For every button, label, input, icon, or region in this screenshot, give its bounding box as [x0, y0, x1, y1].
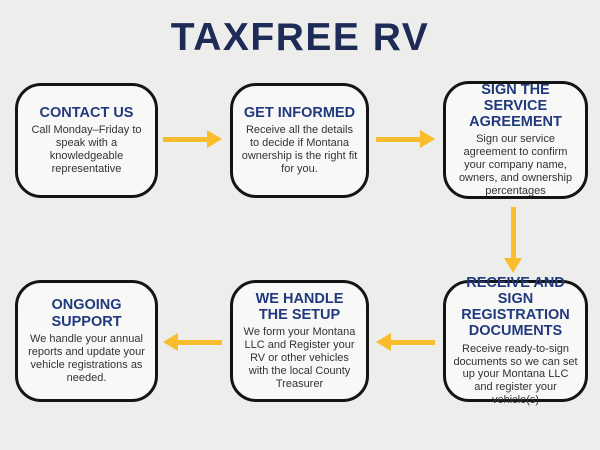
- step-heading: RECEIVE AND SIGN REGISTRATION DOCUMENTS: [461, 274, 570, 340]
- arrow-left-icon: [376, 333, 435, 351]
- step-heading: ONGOING SUPPORT: [51, 297, 122, 330]
- step-box-we-handle-the-setup: WE HANDLE THE SETUP We form your Montana…: [230, 280, 369, 402]
- arrow-left-icon: [163, 333, 222, 351]
- step-body: We handle your annual reports and update…: [28, 332, 145, 384]
- arrow-head: [376, 333, 391, 351]
- arrow-head: [504, 258, 522, 273]
- step-heading: SIGN THE SERVICE AGREEMENT: [469, 81, 562, 131]
- step-body: Receive all the details to decide if Mon…: [241, 124, 358, 176]
- arrow-right-icon: [163, 130, 222, 148]
- step-heading: WE HANDLE THE SETUP: [255, 290, 344, 324]
- step-body: Receive ready-to-sign documents so we ca…: [453, 342, 578, 407]
- arrow-head: [207, 130, 222, 148]
- arrow-shaft: [510, 207, 516, 258]
- arrow-head: [420, 130, 435, 148]
- arrow-shaft: [178, 339, 222, 345]
- page-title: TAXFREE RV: [170, 16, 430, 59]
- arrow-head: [163, 333, 178, 351]
- step-body: Sign our service agreement to confirm yo…: [458, 133, 573, 198]
- arrow-right-icon: [376, 130, 435, 148]
- step-body: We form your Montana LLC and Register yo…: [243, 326, 356, 391]
- step-heading: CONTACT US: [39, 104, 134, 121]
- step-box-contact-us: CONTACT US Call Monday–Friday to speak w…: [15, 83, 158, 198]
- arrow-shaft: [376, 136, 420, 142]
- arrow-shaft: [163, 136, 207, 142]
- arrow-shaft: [391, 339, 435, 345]
- step-body: Call Monday–Friday to speak with a knowl…: [31, 124, 142, 176]
- step-box-get-informed: GET INFORMED Receive all the details to …: [230, 83, 369, 198]
- step-box-receive-sign-registration-documents: RECEIVE AND SIGN REGISTRATION DOCUMENTS …: [443, 275, 588, 406]
- step-box-sign-service-agreement: SIGN THE SERVICE AGREEMENT Sign our serv…: [443, 81, 588, 199]
- step-box-ongoing-support: ONGOING SUPPORT We handle your annual re…: [15, 280, 158, 402]
- arrow-down-icon: [504, 207, 522, 273]
- step-heading: GET INFORMED: [243, 104, 356, 121]
